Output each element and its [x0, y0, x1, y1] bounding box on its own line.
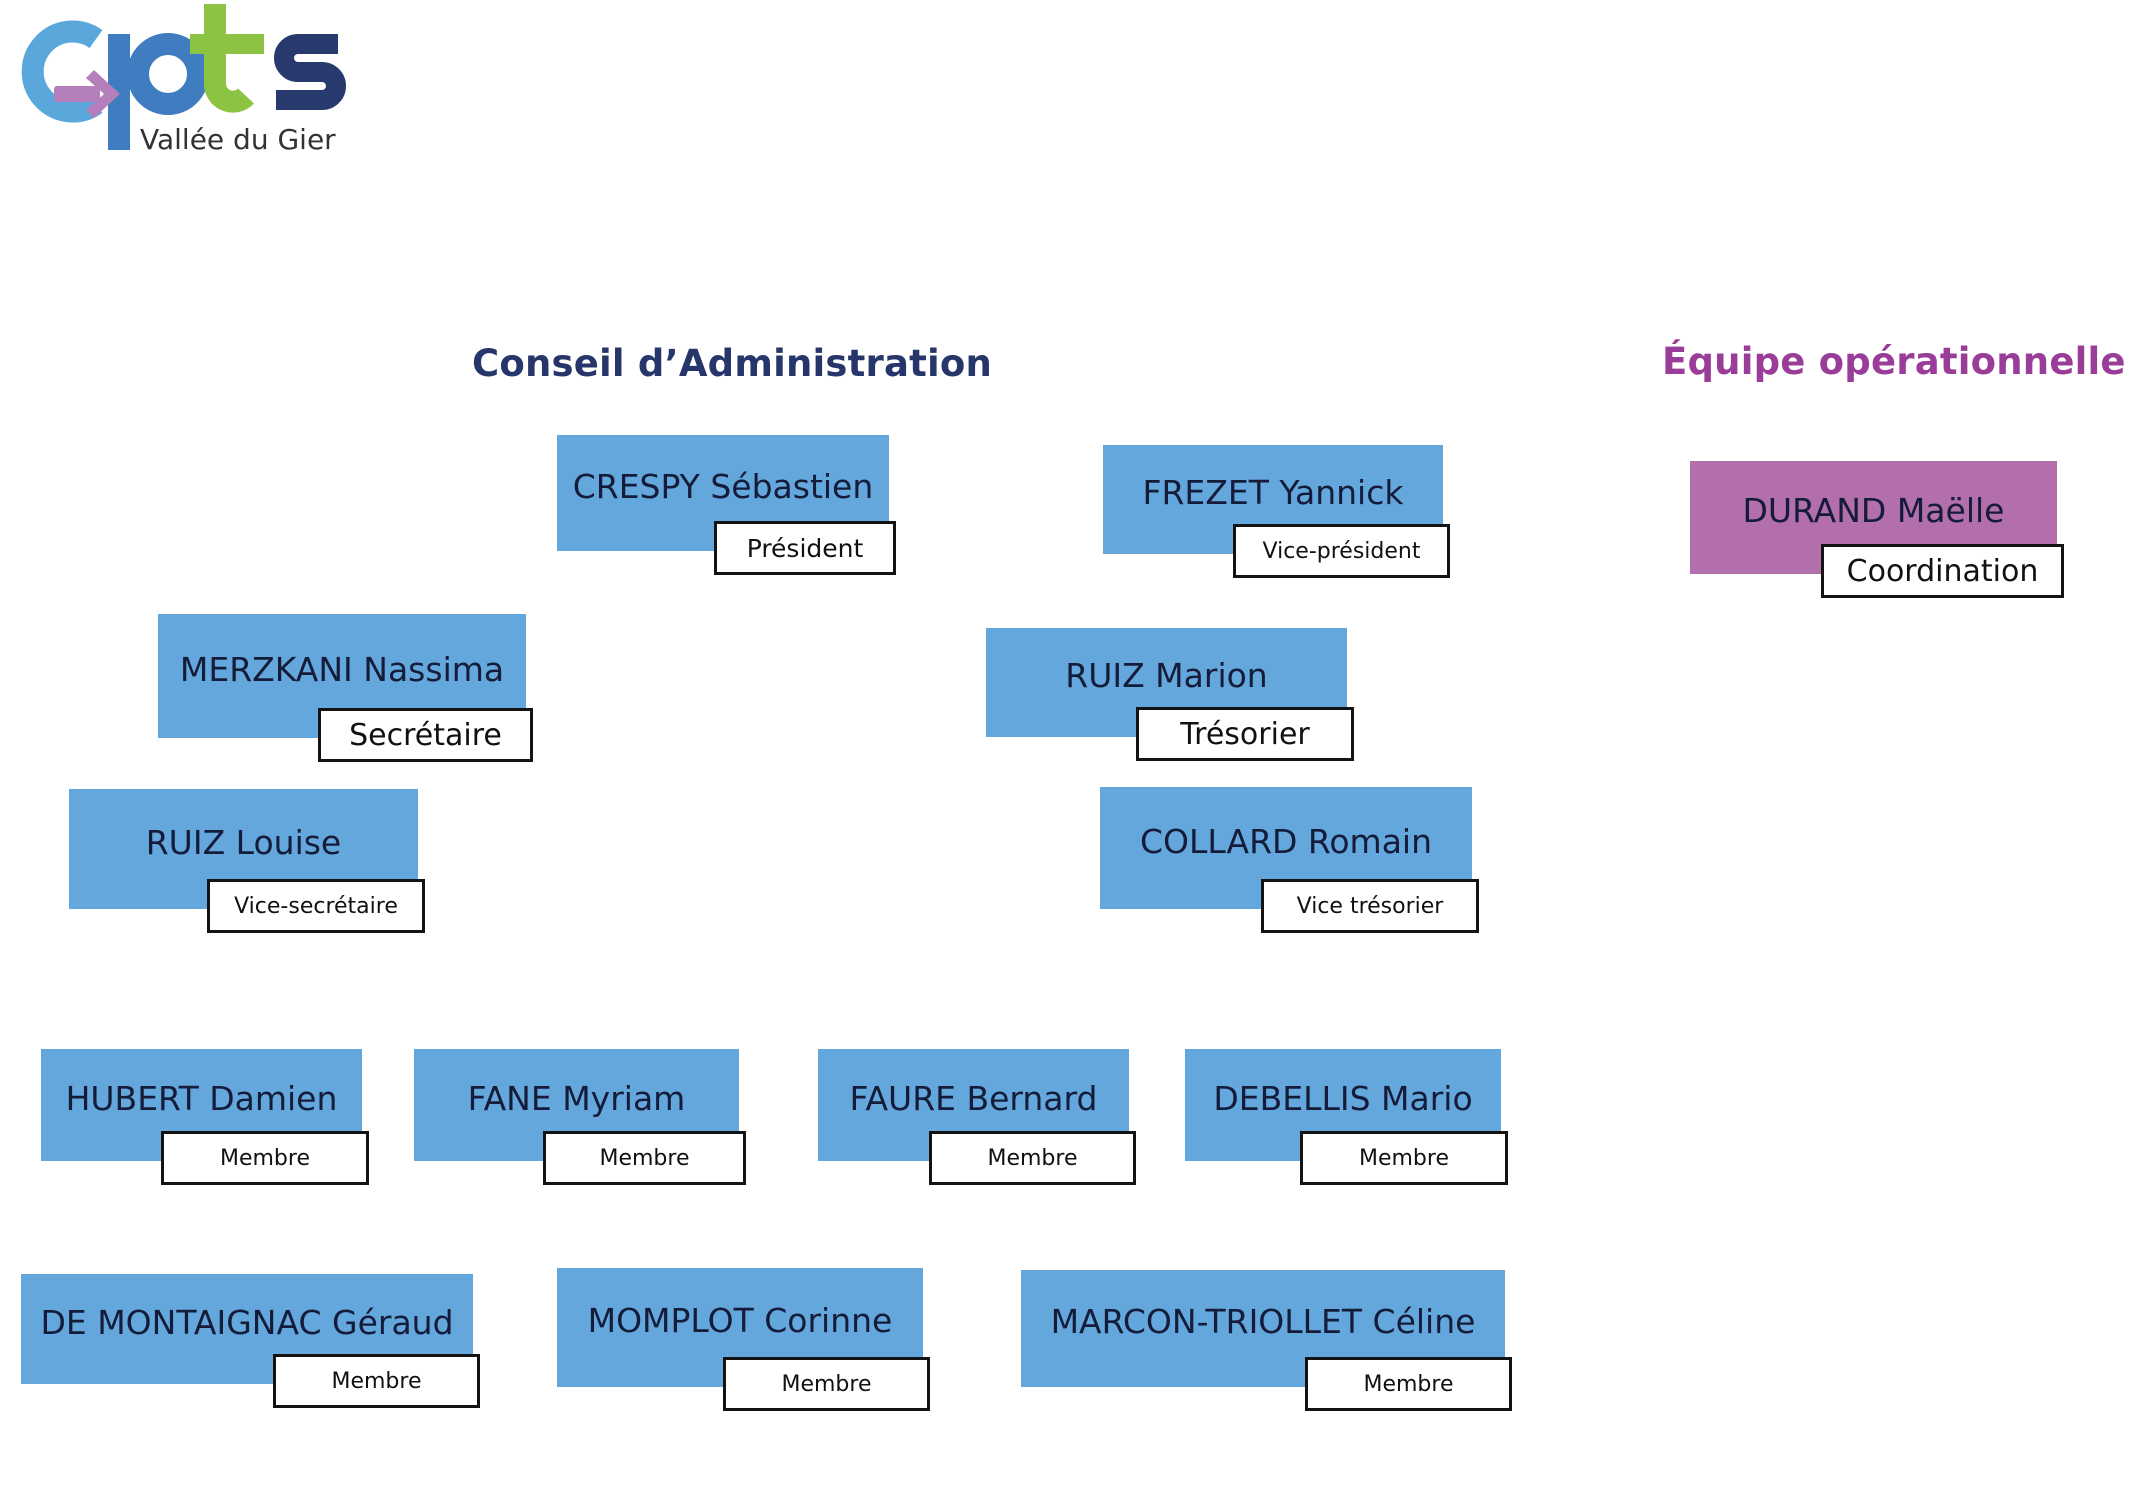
member-role-badge: Membre: [723, 1357, 930, 1411]
member-role-badge: Président: [714, 521, 896, 575]
team-role-badge: Coordination: [1821, 544, 2064, 598]
board-heading: Conseil d’Administration: [472, 342, 993, 385]
member-name: DE MONTAIGNAC Géraud: [40, 1302, 454, 1342]
member-card: RUIZ Louise Vice-secrétaire: [69, 789, 425, 933]
member-role-badge: Membre: [929, 1131, 1136, 1185]
member-role: Membre: [1358, 1145, 1449, 1171]
member-name: FAURE Bernard: [849, 1078, 1098, 1118]
team-heading: Équipe opérationnelle: [1662, 340, 2126, 383]
member-role: Membre: [219, 1145, 310, 1171]
member-card: COLLARD Romain Vice trésorier: [1100, 787, 1479, 933]
member-name: COLLARD Romain: [1139, 821, 1433, 861]
member-role-badge: Vice-président: [1233, 524, 1450, 578]
member-role: Secrétaire: [349, 717, 502, 753]
member-role: Vice-secrétaire: [234, 893, 398, 919]
member-card: MERZKANI Nassima Secrétaire: [158, 614, 533, 762]
cpts-logo-mark: Vallée du Gier: [21, 4, 346, 154]
member-name: MOMPLOT Corinne: [587, 1301, 893, 1340]
member-role-badge: Membre: [543, 1131, 746, 1185]
member-role: Membre: [599, 1145, 690, 1171]
member-card: HUBERT Damien Membre: [41, 1049, 369, 1185]
member-name: MERZKANI Nassima: [179, 649, 505, 689]
logo-arrow-icon: [54, 70, 120, 118]
team-member-name: DURAND Maëlle: [1742, 491, 2005, 530]
team-member-role: Coordination: [1846, 553, 2039, 589]
member-card: FREZET Yannick Vice-président: [1103, 445, 1450, 578]
member-name: CRESPY Sébastien: [572, 466, 874, 506]
member-name: DEBELLIS Mario: [1213, 1078, 1473, 1118]
member-role-badge: Trésorier: [1136, 707, 1354, 761]
member-name: RUIZ Marion: [1065, 656, 1268, 695]
member-name: FANE Myriam: [467, 1078, 686, 1118]
member-role: Membre: [1363, 1371, 1454, 1397]
member-name: FREZET Yannick: [1142, 473, 1404, 512]
member-card: DEBELLIS Mario Membre: [1185, 1049, 1508, 1185]
member-role: Membre: [781, 1371, 872, 1397]
member-card: CRESPY Sébastien Président: [557, 435, 896, 575]
member-role: Trésorier: [1180, 716, 1310, 752]
member-role-badge: Membre: [273, 1354, 480, 1408]
member-card: FANE Myriam Membre: [414, 1049, 746, 1185]
member-role-badge: Membre: [1300, 1131, 1508, 1185]
logo-letter-s: [274, 34, 346, 110]
member-name: RUIZ Louise: [145, 822, 342, 862]
cpts-logo: Vallée du Gier: [8, 4, 348, 154]
member-role: Vice-président: [1262, 538, 1421, 564]
member-role: Membre: [331, 1368, 422, 1394]
member-role: Président: [746, 533, 864, 563]
member-role-badge: Secrétaire: [318, 708, 533, 762]
logo-letter-p: [108, 33, 209, 150]
member-card: MOMPLOT Corinne Membre: [557, 1268, 930, 1411]
member-role-badge: Membre: [1305, 1357, 1512, 1411]
member-card: FAURE Bernard Membre: [818, 1049, 1136, 1185]
member-role-badge: Vice-secrétaire: [207, 879, 425, 933]
member-card: DE MONTAIGNAC Géraud Membre: [21, 1274, 480, 1408]
member-role: Membre: [987, 1145, 1078, 1171]
member-name: HUBERT Damien: [65, 1078, 338, 1118]
member-card: MARCON-TRIOLLET Céline Membre: [1021, 1270, 1512, 1411]
logo-letter-t: [190, 4, 264, 113]
member-role-badge: Membre: [161, 1131, 369, 1185]
member-role: Vice trésorier: [1296, 893, 1444, 919]
team-card: DURAND Maëlle Coordination: [1690, 461, 2064, 598]
logo-letter-c: [21, 20, 103, 123]
member-card: RUIZ Marion Trésorier: [986, 628, 1354, 761]
logo-subtitle: Vallée du Gier: [140, 123, 336, 154]
member-name: MARCON-TRIOLLET Céline: [1050, 1302, 1476, 1341]
member-role-badge: Vice trésorier: [1261, 879, 1479, 933]
